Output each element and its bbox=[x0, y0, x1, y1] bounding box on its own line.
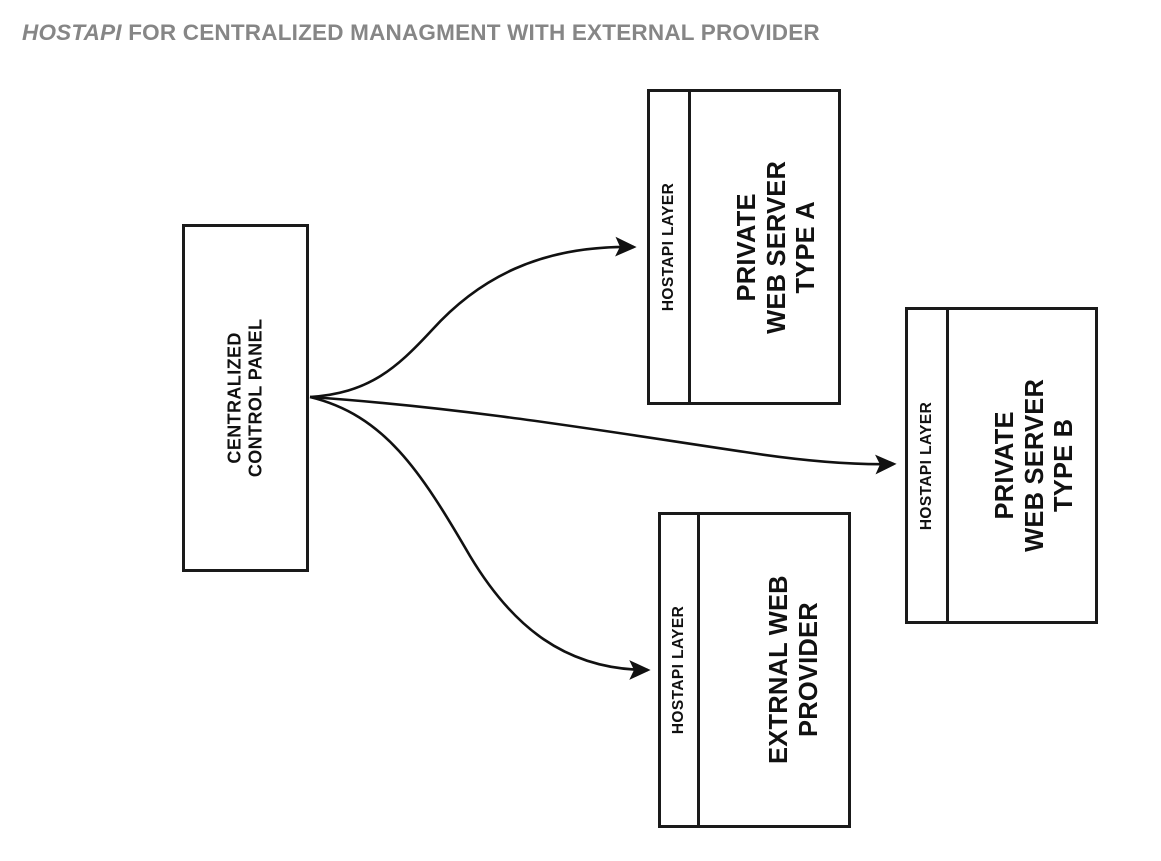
server-b-layer-label: HOSTAPI LAYER bbox=[918, 401, 936, 530]
provider-label-line1: EXTRNAL WEB bbox=[764, 575, 793, 765]
provider-label: EXTRNAL WEB PROVIDER bbox=[765, 576, 824, 765]
server-a-main-area: PRIVATE WEB SERVER TYPE A bbox=[691, 92, 864, 402]
server-a-label-line3: TYPE A bbox=[792, 200, 821, 294]
provider-layer-label: HOSTAPI LAYER bbox=[670, 605, 688, 735]
arrow-to-external-provider bbox=[309, 395, 651, 680]
node-private-web-server-type-a[interactable]: HOSTAPI LAYER PRIVATE WEB SERVER TYPE A bbox=[647, 89, 841, 405]
node-external-web-provider[interactable]: HOSTAPI LAYER EXTRNAL WEB PROVIDER bbox=[658, 512, 851, 828]
server-a-layer-label: HOSTAPI LAYER bbox=[660, 182, 678, 312]
arrow-to-server-b bbox=[309, 395, 897, 475]
server-a-label-line2: WEB SERVER bbox=[762, 160, 791, 334]
server-b-label-line1: PRIVATE bbox=[991, 411, 1020, 520]
provider-label-line2: PROVIDER bbox=[794, 602, 823, 738]
provider-hostapi-layer-strip: HOSTAPI LAYER bbox=[661, 515, 700, 825]
server-b-hostapi-layer-strip: HOSTAPI LAYER bbox=[908, 310, 949, 621]
control-panel-label-line2: CONTROL PANEL bbox=[245, 318, 266, 478]
title-rest: FOR CENTRALIZED MANAGMENT WITH EXTERNAL … bbox=[121, 20, 820, 45]
node-private-web-server-type-b[interactable]: HOSTAPI LAYER PRIVATE WEB SERVER TYPE B bbox=[905, 307, 1098, 624]
server-a-label: PRIVATE WEB SERVER TYPE A bbox=[733, 161, 822, 334]
server-a-label-line1: PRIVATE bbox=[733, 192, 762, 302]
page-title: HOSTAPI FOR CENTRALIZED MANAGMENT WITH E… bbox=[22, 20, 820, 46]
arrow-to-server-a bbox=[309, 236, 637, 399]
server-b-label-line2: WEB SERVER bbox=[1020, 379, 1049, 552]
server-a-hostapi-layer-strip: HOSTAPI LAYER bbox=[650, 92, 691, 402]
server-b-label-line3: TYPE B bbox=[1050, 418, 1079, 513]
control-panel-label: CENTRALIZED CONTROL PANEL bbox=[225, 319, 267, 478]
server-b-label: PRIVATE WEB SERVER TYPE B bbox=[991, 379, 1080, 552]
node-centralized-control-panel[interactable]: CENTRALIZED CONTROL PANEL bbox=[182, 224, 309, 572]
control-panel-label-line1: CENTRALIZED bbox=[224, 332, 245, 464]
server-b-main-area: PRIVATE WEB SERVER TYPE B bbox=[949, 310, 1122, 621]
provider-main-area: EXTRNAL WEB PROVIDER bbox=[700, 515, 889, 825]
title-emphasis: HOSTAPI bbox=[22, 20, 122, 45]
